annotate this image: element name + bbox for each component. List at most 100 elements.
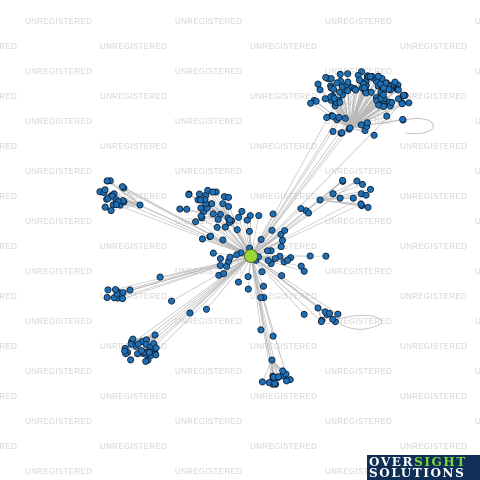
center-node[interactable]: [244, 249, 258, 263]
bottom-cluster-node[interactable]: [279, 367, 287, 375]
right-fan-node[interactable]: [359, 180, 367, 188]
upper-mid-cluster-node[interactable]: [225, 193, 233, 201]
lower-left-cluster-node[interactable]: [152, 344, 160, 352]
top-right-cluster-node[interactable]: [366, 73, 374, 81]
top-right-cluster-node[interactable]: [405, 99, 413, 107]
upper-mid-cluster-node[interactable]: [197, 196, 205, 204]
top-right-cluster-node[interactable]: [341, 114, 349, 122]
small-left-cluster-hub[interactable]: [126, 286, 134, 294]
satellite-node[interactable]: [192, 218, 200, 226]
top-right-cluster-hub[interactable]: [346, 124, 354, 132]
top-right-cluster-node[interactable]: [400, 91, 408, 99]
small-left-cluster-node[interactable]: [119, 295, 127, 303]
upper-mid-cluster-node[interactable]: [185, 191, 193, 199]
satellite-node[interactable]: [221, 223, 229, 231]
bottom-cluster-node[interactable]: [283, 377, 291, 385]
right-fan-node[interactable]: [349, 194, 357, 202]
lower-left-cluster-node[interactable]: [152, 351, 160, 359]
top-right-cluster-node[interactable]: [344, 87, 352, 95]
central-mesh-node[interactable]: [263, 247, 271, 255]
central-mesh-node[interactable]: [264, 257, 272, 265]
small-left-cluster-node[interactable]: [111, 286, 119, 294]
satellite-node[interactable]: [209, 188, 217, 196]
satellite-node[interactable]: [297, 205, 305, 213]
satellite-node[interactable]: [269, 332, 277, 340]
central-mesh-node[interactable]: [213, 223, 221, 231]
satellite-node[interactable]: [226, 253, 234, 261]
lower-left-cluster-node[interactable]: [127, 356, 135, 364]
top-right-cluster-node[interactable]: [336, 70, 344, 78]
lower-left-cluster-node[interactable]: [134, 340, 142, 348]
top-right-cluster-node[interactable]: [388, 98, 396, 106]
central-mesh-node[interactable]: [235, 213, 243, 221]
central-mesh-node[interactable]: [234, 278, 242, 286]
bottom-cluster-node[interactable]: [258, 378, 266, 386]
lower-left-cluster-node[interactable]: [145, 348, 153, 356]
right-small-fan-node[interactable]: [317, 317, 325, 325]
satellite-node[interactable]: [278, 272, 286, 280]
small-left-cluster-node[interactable]: [104, 286, 112, 294]
small-left-cluster-node[interactable]: [119, 289, 127, 297]
satellite-node[interactable]: [156, 273, 164, 281]
central-mesh-node[interactable]: [281, 227, 289, 235]
right-fan-node[interactable]: [339, 176, 347, 184]
upper-mid-cluster-node[interactable]: [225, 202, 233, 210]
right-fan-node[interactable]: [357, 200, 365, 208]
top-right-cluster-node[interactable]: [394, 86, 402, 94]
satellite-node[interactable]: [300, 267, 308, 275]
satellite-node[interactable]: [306, 252, 314, 260]
satellite-node[interactable]: [244, 273, 252, 281]
satellite-node[interactable]: [220, 270, 228, 278]
top-right-cluster-node[interactable]: [399, 115, 407, 123]
top-right-cluster-node[interactable]: [379, 91, 387, 99]
top-right-cluster-node[interactable]: [321, 95, 329, 103]
satellite-node[interactable]: [257, 326, 265, 334]
central-mesh-node[interactable]: [216, 255, 224, 263]
central-mesh-node[interactable]: [257, 235, 265, 243]
top-right-cluster-node[interactable]: [336, 99, 344, 107]
top-right-cluster-node[interactable]: [357, 121, 365, 129]
satellite-node[interactable]: [197, 204, 205, 212]
satellite-node[interactable]: [269, 210, 277, 218]
top-right-cluster-node[interactable]: [352, 86, 360, 94]
top-right-cluster-node[interactable]: [323, 114, 331, 122]
central-mesh-node[interactable]: [268, 226, 276, 234]
satellite-node[interactable]: [304, 209, 312, 217]
right-small-fan-node[interactable]: [334, 310, 342, 318]
top-right-cluster-node[interactable]: [336, 88, 344, 96]
central-mesh-node[interactable]: [209, 249, 217, 257]
top-right-cluster-node[interactable]: [370, 131, 378, 139]
central-mesh-node[interactable]: [207, 232, 215, 240]
central-mesh-node[interactable]: [255, 212, 263, 220]
top-right-cluster-node[interactable]: [344, 70, 352, 78]
left-cluster-node[interactable]: [107, 207, 115, 215]
top-right-cluster-node[interactable]: [344, 78, 352, 86]
right-fan-hub[interactable]: [316, 196, 324, 204]
right-fan-node[interactable]: [366, 185, 374, 193]
satellite-node[interactable]: [284, 256, 292, 264]
right-fan-node[interactable]: [353, 177, 361, 185]
central-mesh-node[interactable]: [216, 262, 224, 270]
left-cluster-node[interactable]: [103, 177, 111, 185]
upper-mid-cluster-node[interactable]: [183, 205, 191, 213]
top-right-cluster-node[interactable]: [356, 76, 364, 84]
satellite-node[interactable]: [297, 262, 305, 270]
top-right-cluster-node[interactable]: [329, 112, 337, 120]
top-right-cluster-node[interactable]: [374, 72, 382, 80]
central-mesh-node[interactable]: [244, 285, 252, 293]
satellite-node[interactable]: [186, 309, 194, 317]
right-small-fan-node[interactable]: [326, 309, 334, 317]
central-mesh-node[interactable]: [198, 235, 206, 243]
central-mesh-node[interactable]: [238, 207, 246, 215]
upper-mid-cluster-node[interactable]: [214, 215, 222, 223]
upper-mid-cluster-node[interactable]: [219, 200, 227, 208]
top-right-cluster-node[interactable]: [380, 102, 388, 110]
satellite-node[interactable]: [300, 310, 308, 318]
satellite-node[interactable]: [322, 252, 330, 260]
satellite-node[interactable]: [219, 236, 227, 244]
small-left-cluster-node[interactable]: [103, 293, 111, 301]
central-mesh-node[interactable]: [260, 282, 268, 290]
top-right-cluster-node[interactable]: [330, 94, 338, 102]
upper-mid-cluster-node[interactable]: [195, 190, 203, 198]
top-right-cluster-node[interactable]: [383, 112, 391, 120]
